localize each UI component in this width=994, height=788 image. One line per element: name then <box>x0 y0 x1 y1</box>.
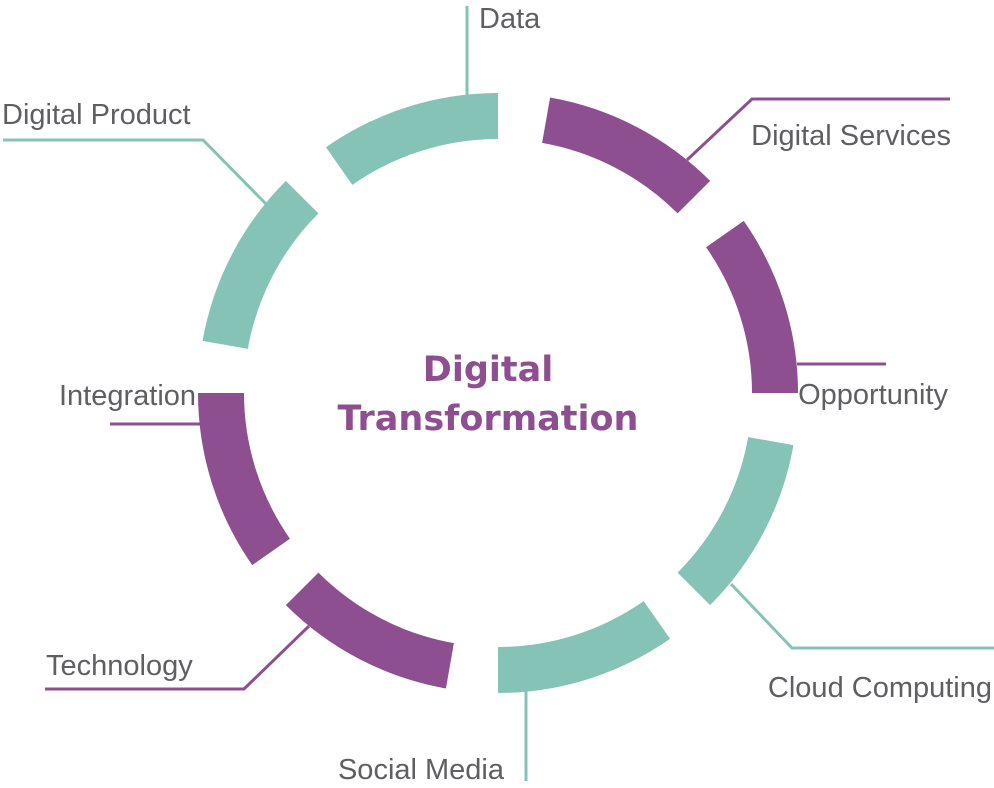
label-data: Data <box>479 3 541 35</box>
label-digital-services: Digital Services <box>751 120 951 152</box>
label-digital-product: Digital Product <box>2 99 191 131</box>
label-technology: Technology <box>46 650 193 682</box>
ring-segment-digital-services <box>542 97 711 214</box>
ring-segment-digital-product <box>202 180 319 349</box>
connector-cloud-computing <box>729 582 994 650</box>
center-title-line2: Transformation <box>338 399 639 439</box>
label-opportunity: Opportunity <box>798 379 948 411</box>
ring-segment-data <box>325 93 498 185</box>
center-title-line1: Digital <box>423 350 553 390</box>
ring-segment-cloud-computing <box>677 437 794 606</box>
label-integration: Integration <box>59 380 196 412</box>
ring-segment-integration <box>198 393 290 566</box>
label-cloud-computing: Cloud Computing <box>768 672 992 704</box>
ring-segment-social-media <box>498 601 671 693</box>
ring <box>198 93 798 693</box>
ring-segment-technology <box>285 572 454 689</box>
connector-technology <box>45 624 311 691</box>
connector-digital-services <box>685 97 950 162</box>
label-social-media: Social Media <box>338 754 505 786</box>
connector-digital-product <box>3 138 270 208</box>
ring-segment-opportunity <box>706 220 798 393</box>
connectors <box>3 6 994 781</box>
